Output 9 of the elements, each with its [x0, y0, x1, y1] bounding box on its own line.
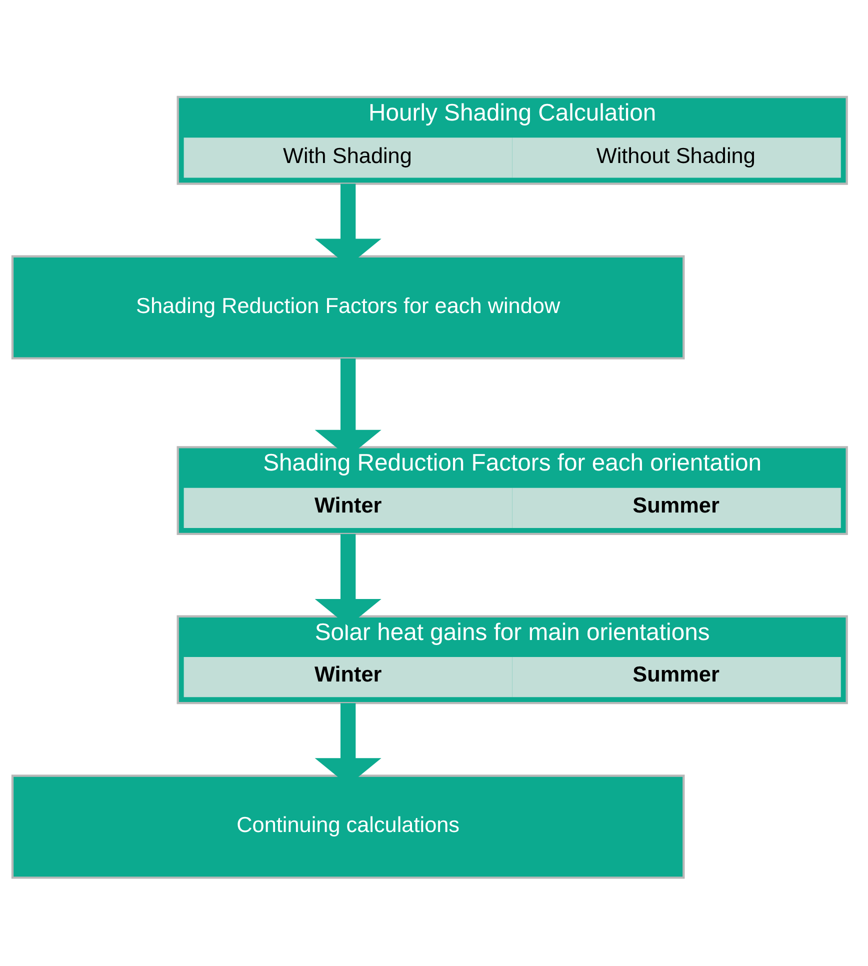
node-box: Summer	[512, 657, 841, 698]
node-box: Continuing calculations	[11, 774, 685, 879]
node-box: Winter	[184, 488, 512, 528]
node-box: Summer	[512, 488, 841, 528]
arrow	[314, 534, 382, 626]
node-box: Shading Reduction Factors for each window	[11, 255, 685, 360]
node-box: With Shading	[184, 138, 512, 178]
node-box: Winter	[184, 657, 512, 698]
node-box: Without Shading	[512, 138, 841, 178]
